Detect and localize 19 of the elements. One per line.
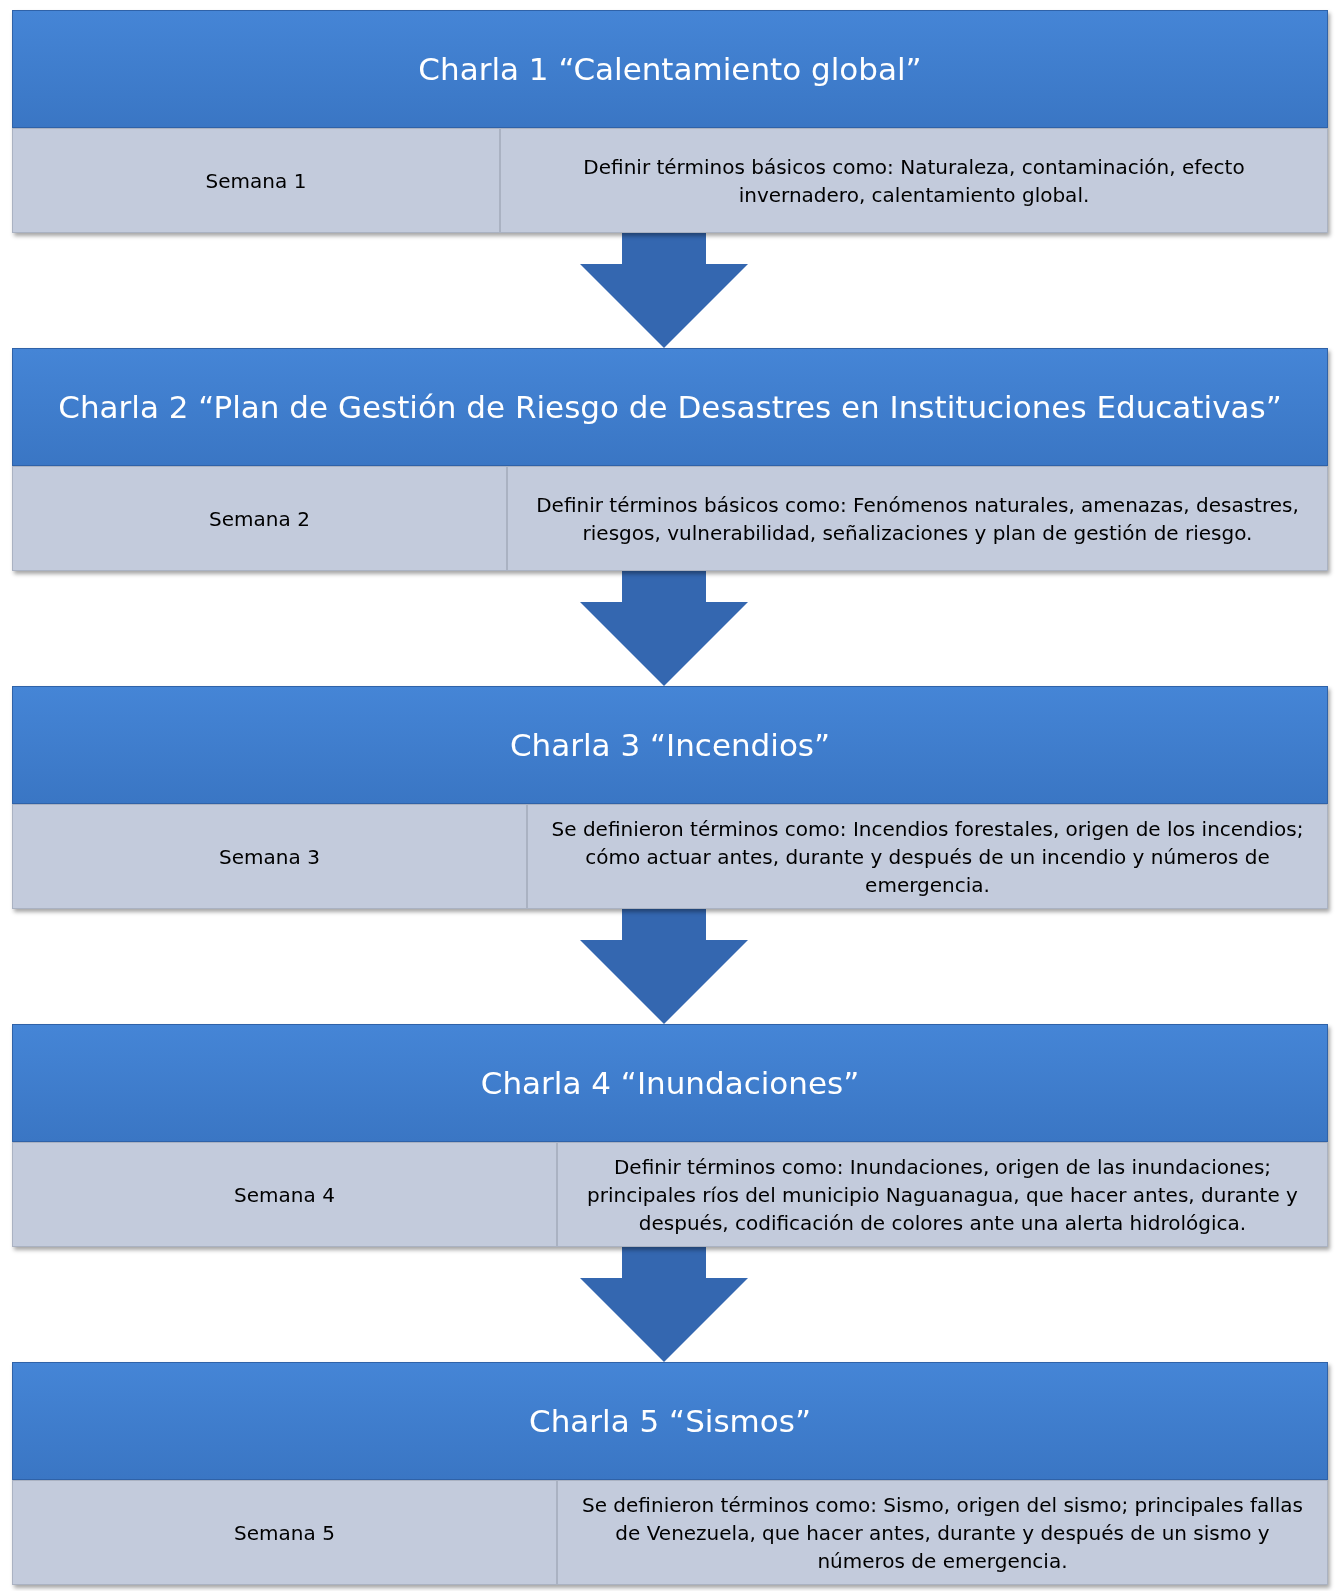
description-cell: Se definieron términos como: Incendios forestales, origen de los incendios; cómo actuar antes, durante y después de un incendio y números de emergencia. [527, 804, 1328, 909]
description-cell: Definir términos como: Inundaciones, origen de las inundaciones; principales ríos del municipio Naguanagua, que hacer antes, durante y después, codificación de colores ante una alerta hidrológica. [557, 1142, 1328, 1247]
block-arrow [580, 1247, 748, 1362]
talk-title: Charla 1 “Calentamiento global” [418, 51, 922, 87]
week-cell: Semana 5 [12, 1480, 557, 1585]
talk-title: Charla 4 “Inundaciones” [480, 1065, 860, 1101]
talk-title: Charla 3 “Incendios” [509, 727, 831, 763]
week-cell: Semana 3 [12, 804, 527, 909]
talk-title: Charla 2 “Plan de Gestión de Riesgo de Desastres en Instituciones Educativas” [58, 389, 1282, 425]
week-cell: Semana 4 [12, 1142, 557, 1247]
block-arrow [580, 571, 748, 686]
description-cell: Se definieron términos como: Sismo, origen del sismo; principales fallas de Venezuela, que hacer antes, durante y después de un sismo y números de emergencia. [557, 1480, 1328, 1585]
week-cell: Semana 2 [12, 466, 507, 571]
block-arrow [580, 909, 748, 1024]
week-cell: Semana 1 [12, 128, 500, 233]
description-cell: Definir términos básicos como: Naturaleza, contaminación, efecto invernadero, calentamiento global. [500, 128, 1328, 233]
description-cell: Definir términos básicos como: Fenómenos naturales, amenazas, desastres, riesgos, vulnerabilidad, señalizaciones y plan de gestión de riesgo. [507, 466, 1328, 571]
block-arrow [580, 233, 748, 348]
talk-title: Charla 5 “Sismos” [529, 1403, 811, 1439]
